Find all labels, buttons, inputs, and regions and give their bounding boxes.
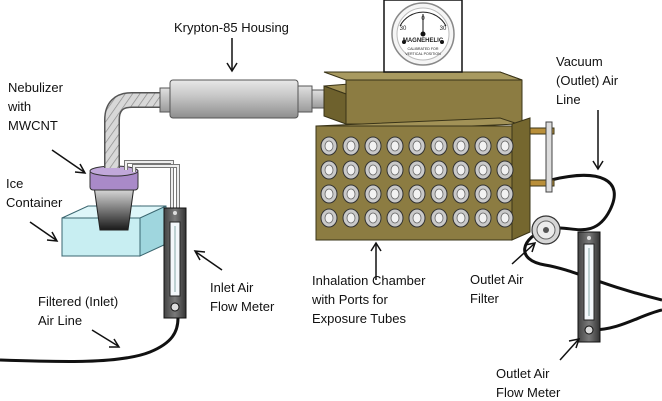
exposure-port-opening: [412, 212, 422, 224]
exposure-port-opening: [456, 188, 466, 200]
label-outlet-meter-line1: Outlet Air: [496, 366, 550, 381]
gauge-scale-left: 30: [400, 26, 407, 32]
label-inlet-meter-line1: Inlet Air: [210, 280, 254, 295]
exposure-port-opening: [368, 188, 378, 200]
gauge-scale-right: 30: [440, 26, 447, 32]
label-chamber-line2: with Ports for: [311, 292, 389, 307]
label-vacuum-line3: Line: [556, 92, 581, 107]
exposure-port-opening: [324, 140, 334, 152]
label-filtered-line1: Filtered (Inlet): [38, 294, 118, 309]
exposure-port-opening: [500, 212, 510, 224]
exposure-port-opening: [368, 140, 378, 152]
label-inlet-meter-line2: Flow Meter: [210, 299, 275, 314]
exposure-port-opening: [434, 212, 444, 224]
label-inhalation-chamber: Inhalation Chamber with Ports for Exposu…: [311, 273, 429, 326]
arrow-filtered: [91, 329, 121, 348]
exposure-port-opening: [434, 140, 444, 152]
exposure-port-opening: [434, 164, 444, 176]
exposure-port-opening: [324, 164, 334, 176]
exposure-port-opening: [456, 164, 466, 176]
exposure-port-opening: [500, 164, 510, 176]
outlet-air-flow-meter: [577, 231, 601, 343]
arrow-outlet-meter: [559, 338, 581, 361]
outlet-air-filter: [531, 215, 561, 245]
label-outlet-filter-line2: Filter: [470, 291, 500, 306]
outlet-air-line-to-meter: [523, 226, 662, 302]
arrow-ice: [29, 221, 59, 242]
label-nebulizer-line3: MWCNT: [8, 118, 58, 133]
exposure-port-opening: [478, 140, 488, 152]
exposure-port-opening: [412, 140, 422, 152]
exposure-port-opening: [390, 212, 400, 224]
exposure-port-opening: [346, 140, 356, 152]
label-vacuum-line2: (Outlet) Air: [556, 73, 619, 88]
exposure-port-opening: [324, 188, 334, 200]
label-chamber-line3: Exposure Tubes: [312, 311, 406, 326]
label-krypton-housing: Krypton-85 Housing: [174, 20, 289, 35]
vacuum-outlet-air-line: [591, 308, 662, 332]
label-outlet-filter-line1: Outlet Air: [470, 272, 524, 287]
pointer-arrows: [29, 38, 604, 361]
exposure-port-opening: [478, 164, 488, 176]
exposure-port-opening: [390, 188, 400, 200]
label-nebulizer-line1: Nebulizer: [8, 80, 64, 95]
label-outlet-meter-line2: Flow Meter: [496, 385, 561, 400]
exposure-port-opening: [368, 164, 378, 176]
krypton-85-housing: [159, 79, 325, 119]
label-nebulizer-line2: with: [7, 99, 31, 114]
arrow-krypton: [226, 38, 238, 73]
outlet-fittings: [529, 121, 555, 193]
magnehelic-gauge: 30 0 30 MAGNEHELIC CALIBRATED FOR VERTIC…: [383, 0, 463, 73]
label-chamber-line1: Inhalation Chamber: [312, 273, 426, 288]
label-ice-line2: Container: [6, 195, 63, 210]
label-filtered-line2: Air Line: [38, 313, 82, 328]
arrow-outlet-filter: [511, 242, 537, 265]
inlet-air-flow-meter: [163, 207, 187, 319]
label-ice-line1: Ice: [6, 176, 23, 191]
exposure-port-opening: [434, 188, 444, 200]
arrow-nebulizer: [51, 149, 87, 174]
gauge-sub-line2: VERTICAL POSITION: [405, 52, 441, 56]
gauge-brand: MAGNEHELIC: [403, 38, 444, 44]
exposure-port-opening: [368, 212, 378, 224]
arrow-vacuum: [592, 110, 604, 171]
label-nebulizer: Nebulizer with MWCNT: [7, 80, 67, 133]
exposure-port-opening: [346, 164, 356, 176]
exposure-port-opening: [324, 212, 334, 224]
exposure-port-opening: [478, 188, 488, 200]
exposure-port-opening: [346, 212, 356, 224]
exposure-port-opening: [412, 164, 422, 176]
label-outlet-air-filter: Outlet Air Filter: [470, 272, 527, 306]
filtered-inlet-air-line: [0, 317, 180, 364]
exposure-port-opening: [346, 188, 356, 200]
gauge-scale-center: 0: [421, 16, 425, 22]
exposure-port-opening: [456, 140, 466, 152]
label-vacuum-line1: Vacuum: [556, 54, 603, 69]
exposure-port-opening: [390, 164, 400, 176]
label-inlet-air-flow-meter: Inlet Air Flow Meter: [210, 280, 275, 314]
arrow-inlet-meter: [193, 250, 223, 271]
label-ice-container: Ice Container: [6, 176, 63, 210]
exposure-port-opening: [500, 188, 510, 200]
outlet-air-line: [550, 173, 616, 232]
exposure-port-opening: [412, 188, 422, 200]
label-filtered-inlet-air-line: Filtered (Inlet) Air Line: [38, 294, 122, 328]
exposure-port-opening: [390, 140, 400, 152]
exposure-port-opening: [478, 212, 488, 224]
exposure-port-opening: [456, 212, 466, 224]
arrow-chamber: [370, 241, 382, 280]
exposure-port-opening: [500, 140, 510, 152]
label-outlet-air-flow-meter: Outlet Air Flow Meter: [496, 366, 561, 400]
inhalation-chamber: [315, 71, 531, 241]
gauge-sub-line1: CALIBRATED FOR: [408, 47, 439, 51]
label-vacuum-outlet-air-line: Vacuum (Outlet) Air Line: [556, 54, 622, 107]
